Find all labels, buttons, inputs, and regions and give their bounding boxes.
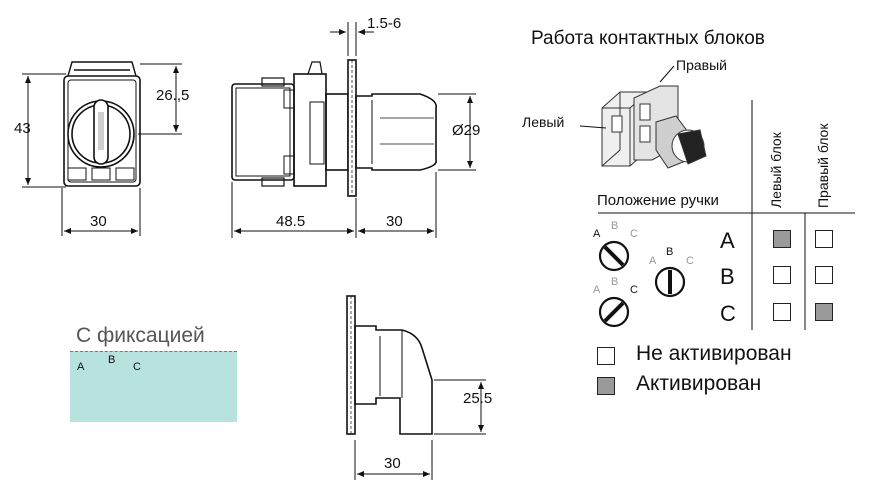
row-a-left-cell (773, 230, 791, 248)
legend-active-label: Активирован (636, 372, 762, 395)
dim-height-total: 43 (14, 120, 31, 137)
col-header-right-block: Правый блок (815, 123, 831, 208)
dim-knob-height: 25.5 (463, 390, 493, 407)
side-dimension-lines (231, 22, 476, 238)
fixation-panel (70, 351, 237, 422)
front-dimension-lines (22, 63, 182, 236)
legend-inactive-swatch (597, 347, 615, 365)
dim-flange: 1.5-6 (367, 15, 402, 32)
row-b-right-cell (815, 266, 833, 284)
row-b-left-cell (773, 266, 791, 284)
row-a-position: A (720, 228, 735, 253)
row-c-position: C (720, 301, 736, 326)
row-c-right-cell (815, 303, 833, 321)
knob-detail-view (346, 295, 433, 435)
dial1-letter-c: C (630, 228, 638, 240)
side-view (231, 59, 437, 197)
front-view (63, 61, 141, 187)
right-block-label: Правый (676, 57, 727, 73)
fixation-title: С фиксацией (76, 324, 205, 347)
table-grid (598, 100, 855, 330)
table-title: Работа контактных блоков (531, 28, 765, 49)
fixation-letter-a: A (77, 361, 85, 373)
dial3-letter-b: B (611, 276, 619, 288)
position-dials (598, 240, 686, 328)
dial2-letter-b: B (666, 246, 674, 258)
dial1-letter-a: A (593, 228, 601, 240)
legend-active-swatch (597, 377, 615, 395)
dim-height-upper: 26.,5 (156, 87, 190, 104)
left-block-label: Левый (522, 114, 565, 130)
dim-knob-depth: 30 (384, 455, 401, 472)
dim-head-length: 30 (386, 213, 403, 230)
dim-body-length: 48.5 (276, 213, 306, 230)
dial2-letter-c: C (686, 255, 694, 267)
contact-block-drawing (579, 65, 707, 169)
dim-width-front: 30 (90, 213, 107, 230)
fixation-letter-b: B (108, 354, 116, 366)
handle-position-header: Положение ручки (597, 192, 719, 209)
knob-dimension-lines (354, 379, 486, 480)
legend-inactive-label: Не активирован (636, 342, 792, 365)
fixation-letter-c: C (133, 361, 141, 373)
dim-diameter: Ø29 (452, 122, 481, 139)
row-c-left-cell (773, 303, 791, 321)
col-header-left-block: Левый блок (768, 132, 784, 208)
row-b-position: B (720, 264, 735, 289)
dial3-letter-c: C (630, 284, 638, 296)
dial2-letter-a: A (649, 255, 657, 267)
dial1-letter-b: B (611, 220, 619, 232)
row-a-right-cell (815, 230, 833, 248)
dial3-letter-a: A (593, 284, 601, 296)
